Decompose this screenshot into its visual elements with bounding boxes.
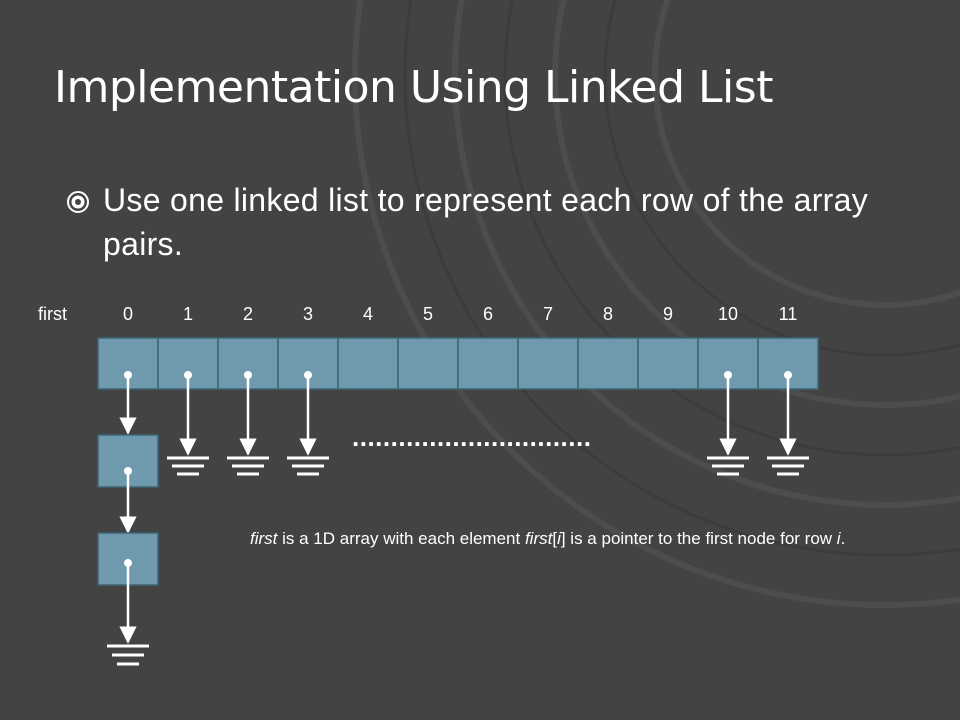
circle-bullet-icon — [67, 191, 89, 213]
array-cell-4 — [337, 337, 399, 390]
array-cell-5 — [397, 337, 459, 390]
caption-variable: i — [557, 529, 561, 548]
caption-text: . — [840, 529, 846, 548]
index-label-4: 4 — [363, 304, 373, 324]
index-label-5: 5 — [423, 304, 433, 324]
index-label-3: 3 — [303, 304, 313, 324]
index-label-2: 2 — [243, 304, 253, 324]
pointer-arrows — [119, 371, 809, 476]
caption-term: first — [250, 529, 278, 548]
bullet-text: Use one linked list to represent each ro… — [103, 182, 869, 262]
diagram-caption: first is a 1D array with each element fi… — [250, 526, 850, 552]
index-label-6: 6 — [483, 304, 493, 324]
first-array — [97, 337, 819, 390]
index-label-9: 9 — [663, 304, 673, 324]
caption-text: [ — [552, 529, 558, 548]
null-ground-icon — [287, 456, 329, 476]
index-label-11: 11 — [779, 304, 798, 324]
row-0-linked-list — [97, 434, 159, 666]
index-label-0: 0 — [123, 304, 133, 324]
null-ground-icon — [227, 456, 269, 476]
index-label-1: 1 — [183, 304, 193, 324]
index-labels: 0 1 2 3 4 5 6 7 8 9 10 11 — [123, 304, 797, 324]
index-label-7: 7 — [543, 304, 553, 324]
array-cell-6 — [457, 337, 519, 390]
null-ground-icon — [707, 456, 749, 476]
caption-text: ] is a pointer to the first node for row — [560, 529, 837, 548]
index-label-10: 10 — [718, 304, 738, 324]
slide-title: Implementation Using Linked List — [54, 62, 773, 113]
array-cell-9 — [637, 337, 699, 390]
null-ground-icon — [167, 456, 209, 476]
caption-term: first — [524, 529, 553, 548]
first-label: first — [38, 304, 67, 324]
array-cell-8 — [577, 337, 639, 390]
array-cell-7 — [517, 337, 579, 390]
caption-text: is a 1D array with each element — [277, 529, 525, 548]
null-ground-icon — [107, 644, 149, 666]
index-label-8: 8 — [603, 304, 613, 324]
caption-variable: i — [836, 529, 841, 548]
null-ground-icon — [767, 456, 809, 476]
ellipsis: ............................... — [352, 422, 591, 452]
